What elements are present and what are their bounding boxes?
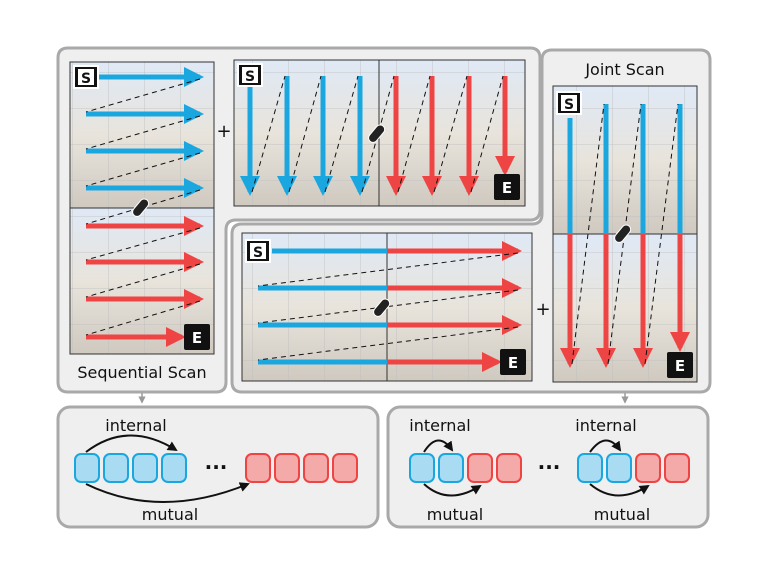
joint-token-sequence: [409, 453, 690, 483]
end-markers: E E E E: [184, 174, 693, 378]
svg-text:S: S: [245, 69, 255, 85]
mutual-label: mutual: [142, 505, 198, 524]
plus-sign: +: [216, 121, 231, 142]
sequential-token-sequence: [74, 453, 358, 483]
internal-label: internal: [409, 416, 470, 435]
mutual-label: mutual: [594, 505, 650, 524]
svg-text:E: E: [192, 329, 202, 347]
sequential-token-panel: [56, 405, 380, 529]
mutual-label: mutual: [427, 505, 483, 524]
dependency-arrows: [423, 439, 650, 497]
seq-vertical-scan-path: [86, 67, 204, 347]
paperclip-icon: [132, 124, 632, 317]
svg-text:E: E: [508, 354, 518, 372]
joint-vertical-scan-path: [560, 104, 690, 368]
sequential-scan-title: Sequential Scan: [77, 363, 206, 382]
seq-horizontal-scan-path: [240, 76, 515, 196]
plus-sign: +: [535, 299, 550, 320]
joint-token-panel: [386, 405, 710, 529]
svg-text:E: E: [675, 357, 685, 375]
svg-text:E: E: [502, 179, 512, 197]
ellipsis: ···: [205, 455, 228, 479]
joint-horizontal-scan-path: [258, 241, 522, 372]
joint-scan-title: Joint Scan: [584, 60, 664, 79]
dependency-arrows: [85, 434, 250, 503]
svg-text:S: S: [253, 245, 263, 261]
svg-text:S: S: [81, 71, 91, 87]
ellipsis: ···: [538, 455, 561, 479]
svg-text:S: S: [564, 97, 574, 113]
start-markers: S S S S: [73, 63, 582, 263]
dashed-return-lines: [85, 75, 679, 365]
panel-connectors: [138, 393, 629, 404]
internal-label: internal: [575, 416, 636, 435]
internal-label: internal: [105, 416, 166, 435]
